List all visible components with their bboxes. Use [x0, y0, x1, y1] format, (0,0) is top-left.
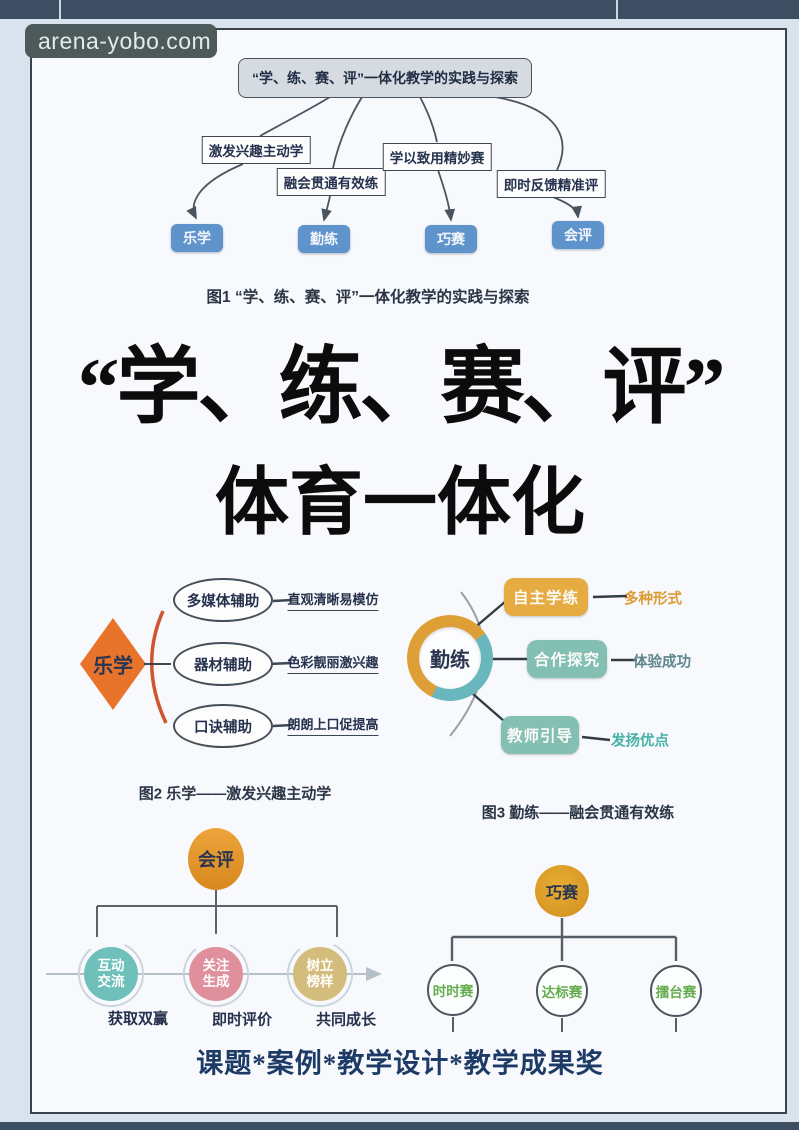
fig1-result-node: 会评 [552, 221, 604, 249]
fig3-node: 合作探究 [527, 640, 607, 678]
fig4-node-label: 树立榜样 [306, 958, 334, 989]
hero-title-line2: 体育一体化 [215, 462, 585, 545]
fig1-title-box: “学、练、赛、评”一体化教学的实践与探索 [238, 58, 532, 98]
fig2-node: 多媒体辅助 [173, 578, 273, 622]
fig2-caption: 图2 乐学——激发兴趣主动学 [138, 785, 332, 803]
footer-caption: 课题*案例*教学设计*教学成果奖 [196, 1048, 604, 1079]
fig3-root-ring [407, 615, 493, 701]
fig4-node: 互动交流 [84, 947, 138, 1001]
frame-seam-left [59, 0, 61, 19]
fig1-caption: 图1 “学、练、赛、评”一体化教学的实践与探索 [206, 289, 530, 306]
fig3-caption: 图3 勤练——融会贯通有效练 [481, 804, 675, 822]
fig1-result-node: 巧赛 [425, 225, 477, 253]
fig1-branch-label: 激发兴趣主动学 [201, 136, 311, 164]
fig3-note: 发扬优点 [611, 733, 669, 750]
fig1-branch-label: 即时反馈精准评 [496, 170, 606, 198]
fig4-node-label: 关注生成 [202, 958, 230, 989]
fig3-node: 教师引导 [501, 716, 579, 754]
fig4-node: 关注生成 [189, 947, 243, 1001]
fig2-node: 器材辅助 [173, 642, 273, 686]
fig3-node: 自主学练 [504, 578, 588, 616]
fig4-note: 共同成长 [315, 1011, 377, 1029]
fig3-root-ring-inner [419, 627, 481, 689]
bottom-frame-band [0, 1122, 799, 1130]
top-frame-band [0, 0, 799, 19]
fig2-note: 色彩靓丽激兴趣 [287, 652, 379, 674]
fig4-root-node: 会评 [188, 828, 244, 890]
fig4-node: 树立榜样 [293, 947, 347, 1001]
fig4-note: 即时评价 [211, 1011, 273, 1029]
fig4-node-label: 互动交流 [97, 958, 125, 989]
frame-seam-right [616, 0, 618, 19]
fig1-result-node: 勤练 [298, 225, 350, 253]
fig2-root-node: 乐学 [93, 655, 133, 678]
fig2-node: 口诀辅助 [173, 704, 273, 748]
fig5-node: 擂台赛 [650, 965, 702, 1017]
fig5-node: 达标赛 [536, 965, 588, 1017]
fig1-branch-label: 学以致用精妙赛 [382, 143, 492, 171]
fig1-branch-label: 融会贯通有效练 [276, 168, 386, 196]
fig3-root-node: 勤练 [430, 649, 470, 672]
fig1-result-node: 乐学 [171, 224, 223, 252]
poster-page [30, 28, 787, 1114]
fig3-note: 多种形式 [624, 591, 682, 608]
fig5-node: 时时赛 [427, 964, 479, 1016]
fig4-note: 获取双赢 [107, 1010, 169, 1028]
fig2-note: 直观清晰易模仿 [287, 589, 379, 611]
fig2-note: 朗朗上口促提高 [287, 714, 379, 736]
watermark-text: arena-yobo.com [38, 28, 212, 54]
fig5-root-node: 巧赛 [535, 865, 589, 917]
hero-title-line1: “学、练、赛、评” [77, 341, 725, 435]
watermark-badge: arena-yobo.com [25, 24, 217, 58]
fig3-note: 体验成功 [633, 654, 691, 671]
